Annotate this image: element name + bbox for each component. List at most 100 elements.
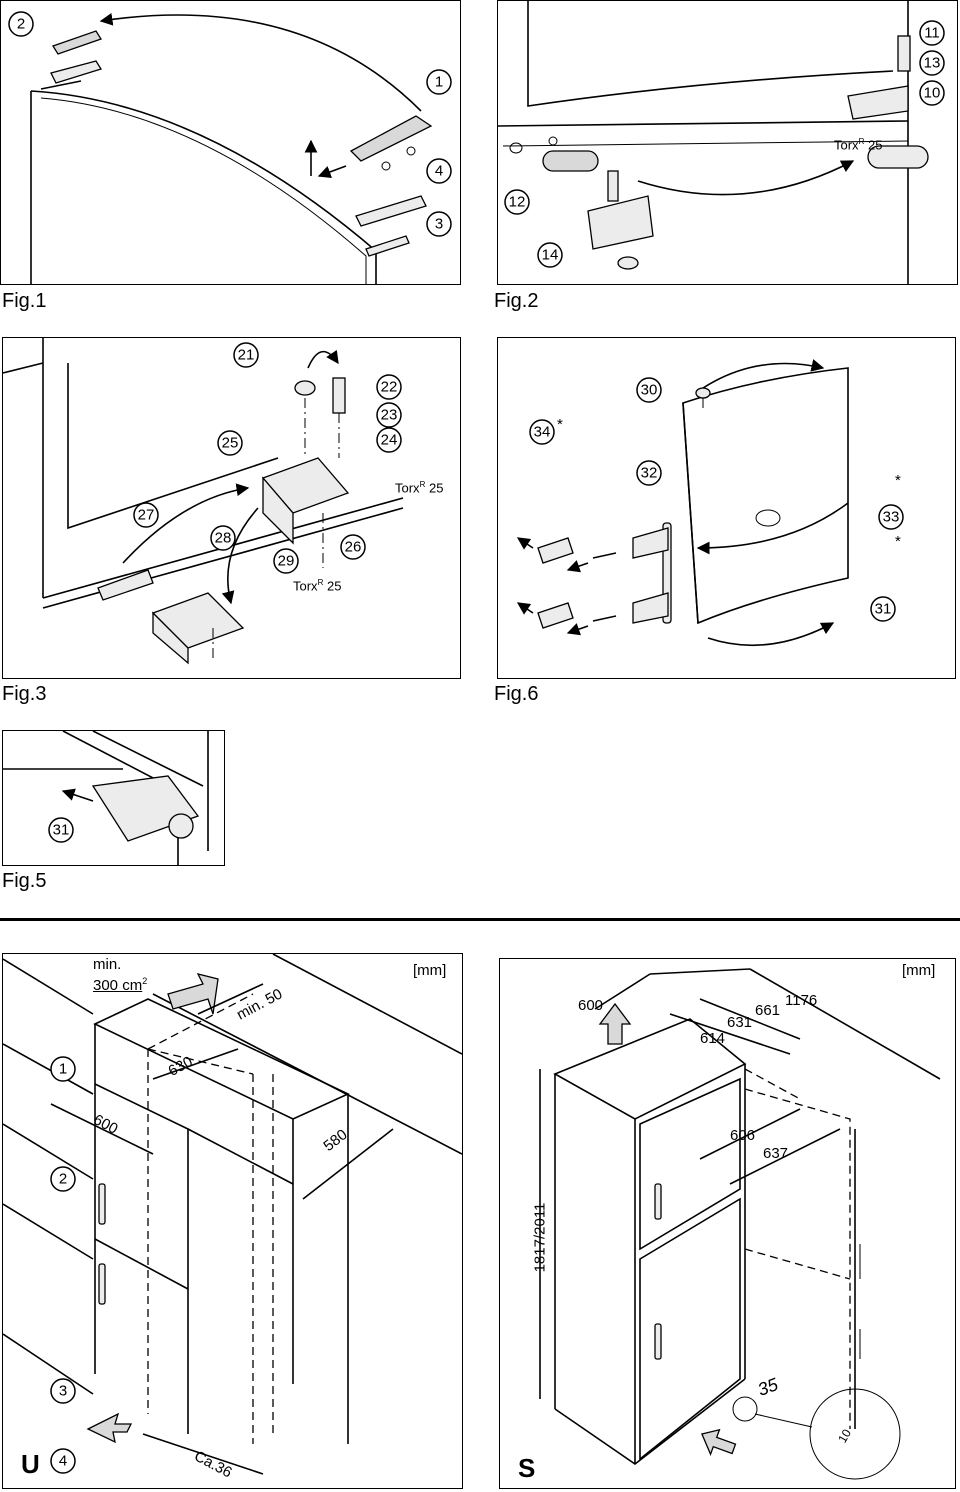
- install-u-ventilation-line1: min.: [93, 956, 122, 973]
- install-s-dim-614: 614: [700, 1030, 726, 1047]
- fig1-callout-3: 3: [425, 210, 453, 243]
- fig3-callout-29: 29: [272, 547, 300, 580]
- install-s-unit: [mm]: [902, 962, 936, 979]
- svg-text:29: 29: [278, 553, 295, 570]
- fig2-caption: Fig.2: [494, 290, 539, 312]
- svg-text:34: 34: [534, 424, 551, 441]
- fig3-callout-22: 22: [375, 373, 403, 406]
- fig5-caption: Fig.5: [2, 870, 47, 892]
- install-s-dim-661: 661: [755, 1002, 781, 1019]
- svg-text:4: 4: [435, 163, 443, 180]
- fig2-drawing: [498, 1, 929, 284]
- svg-text:24: 24: [381, 432, 398, 449]
- install-u-ventilation: min. 300 cm2: [93, 956, 147, 994]
- fig2-torx-label: TorxR 25: [834, 137, 882, 152]
- section-divider: [0, 918, 960, 921]
- fig1-callout-4: 4: [425, 157, 453, 190]
- svg-text:2: 2: [17, 16, 25, 33]
- fig6-callout-33: 33: [877, 503, 905, 536]
- fig3-torx-label-upper: TorxR 25: [395, 480, 443, 495]
- install-u-panel: [mm] min. 300 cm2 min. 50 630 600 580 Ca…: [2, 953, 463, 1489]
- fig3-drawing: [3, 338, 404, 665]
- fig5-drawing: [3, 731, 209, 865]
- fig6-callout-32: 32: [635, 459, 663, 492]
- svg-text:21: 21: [238, 347, 255, 364]
- install-s-dim-600: 600: [578, 997, 604, 1014]
- fig1-callout-2: 2: [7, 10, 35, 43]
- install-u-callout-1: 1: [49, 1055, 77, 1088]
- install-s-drawing: [539, 968, 941, 1480]
- fig1-callout-1: 1: [425, 68, 453, 101]
- install-u-drawing: [3, 954, 462, 1475]
- fig6-asterisk-upper: *: [895, 472, 901, 489]
- svg-text:31: 31: [875, 601, 892, 618]
- install-u-letter: U: [21, 1449, 40, 1479]
- fig3-callout-26: 26: [339, 533, 367, 566]
- fig3-caption: Fig.3: [2, 683, 47, 705]
- fig2-torx-text: Torx: [834, 137, 859, 153]
- svg-text:1: 1: [435, 74, 443, 91]
- fig2-registered-mark: R: [858, 137, 865, 146]
- install-u-callout-2: 2: [49, 1165, 77, 1198]
- svg-text:14: 14: [542, 247, 559, 264]
- fig3-registered-upper: R: [419, 480, 426, 489]
- fig2-callout-12: 12: [503, 188, 531, 221]
- fig2-callout-14: 14: [536, 241, 564, 274]
- svg-text:4: 4: [59, 1453, 67, 1470]
- fig6-callout-34: 34: [528, 418, 556, 451]
- install-s-dim-height: 1817/2011: [531, 1202, 549, 1273]
- fig6-panel: 30 34 * 32 * 33 * 31: [497, 337, 956, 679]
- fig3-callout-25: 25: [216, 429, 244, 462]
- fig6-asterisk-34: *: [557, 416, 563, 433]
- svg-text:30: 30: [641, 382, 658, 399]
- fig3-callout-27: 27: [132, 501, 160, 534]
- svg-text:32: 32: [641, 465, 658, 482]
- fig3-torx-size-lower: 25: [326, 578, 342, 594]
- install-s-dim-1176: 1176: [785, 992, 818, 1009]
- fig1-caption: Fig.1: [2, 290, 47, 312]
- install-u-ventilation-area: 300 cm: [93, 977, 143, 994]
- fig3-registered-lower: R: [317, 578, 324, 587]
- fig6-callout-31: 31: [869, 595, 897, 628]
- svg-text:23: 23: [381, 407, 398, 424]
- fig3-panel: 21 22 23 24 25 27 28 29 26 TorxR 25 Torx…: [2, 337, 461, 679]
- fig3-callout-23: 23: [375, 401, 403, 434]
- install-s-dim-637: 637: [763, 1145, 789, 1162]
- fig3-torx-label-lower: TorxR 25: [293, 578, 341, 593]
- install-s-panel: [mm] 600 661 1176 631 614 606 637 1817/2…: [499, 958, 956, 1489]
- install-u-ventilation-sup: 2: [142, 976, 148, 986]
- fig6-caption: Fig.6: [494, 683, 539, 705]
- svg-text:31: 31: [53, 822, 70, 839]
- fig3-callout-28: 28: [209, 524, 237, 557]
- fig3-callout-21: 21: [232, 341, 260, 374]
- install-u-callout-4: 4: [49, 1447, 77, 1480]
- install-u-ventilation-line2: 300 cm2: [93, 973, 147, 994]
- fig1-drawing: [30, 12, 433, 284]
- fig2-callout-13: 13: [918, 49, 946, 82]
- install-u-unit: [mm]: [413, 962, 447, 979]
- install-s-dim-631: 631: [727, 1014, 753, 1031]
- fig6-asterisk-lower: *: [895, 533, 901, 550]
- fig2-torx-size: 25: [867, 137, 883, 153]
- svg-text:22: 22: [381, 379, 398, 396]
- fig3-torx-text-upper: Torx: [395, 480, 420, 496]
- svg-text:27: 27: [138, 507, 155, 524]
- svg-text:10: 10: [924, 85, 941, 102]
- fig1-panel: 2 1 4 3: [0, 0, 461, 285]
- svg-text:3: 3: [59, 1383, 67, 1400]
- fig5-panel: 31: [2, 730, 225, 866]
- svg-text:33: 33: [883, 509, 900, 526]
- fig3-torx-size-upper: 25: [428, 480, 444, 496]
- svg-text:28: 28: [215, 530, 232, 547]
- fig2-callout-11: 11: [918, 19, 946, 52]
- fig2-panel: 11 13 10 12 14 TorxR 25: [497, 0, 958, 285]
- svg-text:26: 26: [345, 539, 362, 556]
- svg-text:3: 3: [435, 216, 443, 233]
- svg-text:13: 13: [924, 55, 941, 72]
- install-s-letter: S: [518, 1453, 536, 1483]
- fig6-callout-30: 30: [635, 376, 663, 409]
- svg-text:12: 12: [509, 194, 526, 211]
- svg-text:25: 25: [222, 435, 239, 452]
- svg-text:2: 2: [59, 1171, 67, 1188]
- svg-text:11: 11: [924, 25, 940, 42]
